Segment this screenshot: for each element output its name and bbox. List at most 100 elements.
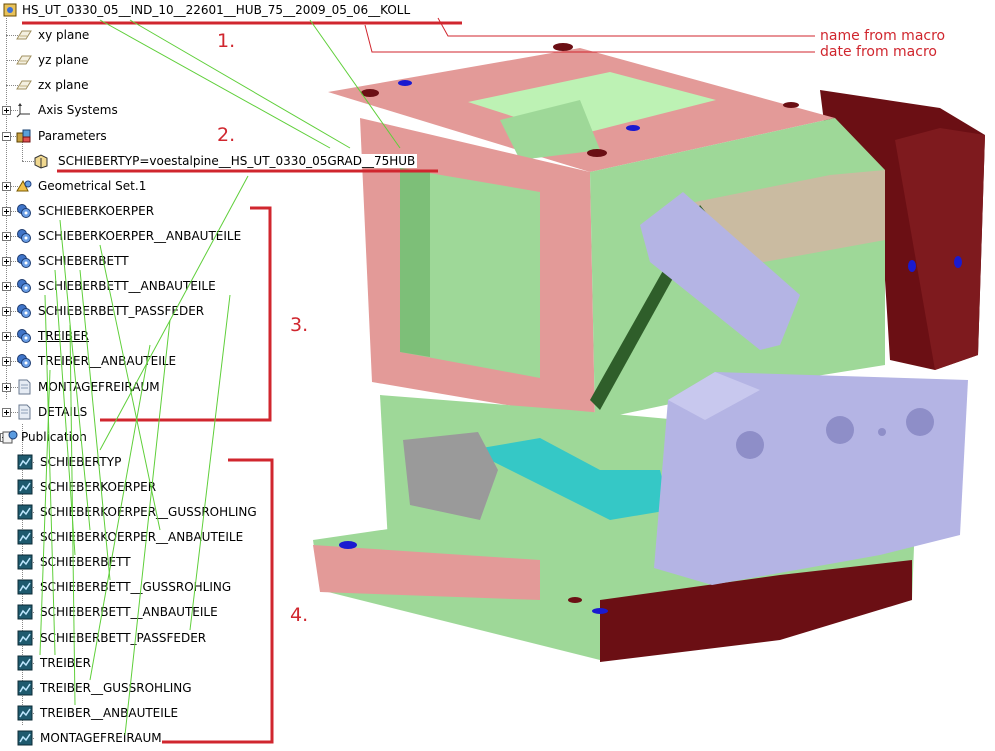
expand-icon[interactable]	[2, 307, 11, 317]
publication-item-icon	[17, 504, 33, 520]
axis-systems-icon	[16, 102, 32, 118]
document-icon	[16, 404, 32, 420]
expand-icon[interactable]	[2, 282, 11, 292]
annotation-name-from-macro: name from macro	[820, 28, 946, 44]
expand-icon[interactable]	[2, 407, 11, 417]
tree-item[interactable]: Publication	[0, 427, 470, 447]
tree-item[interactable]: yz plane	[0, 50, 470, 70]
tree-item[interactable]: SCHIEBERKOERPER__GUSSROHLING	[0, 502, 470, 522]
tree-item[interactable]: zx plane	[0, 75, 470, 95]
annotation-label-4: 4.	[290, 604, 309, 626]
tree-item-label: SCHIEBERBETT_PASSFEDER	[38, 304, 205, 319]
tree-item-label: TREIBER__ANBAUTEILE	[38, 354, 177, 369]
bolt-hole	[906, 408, 934, 436]
tree-item-label: yz plane	[38, 53, 89, 68]
tree-item[interactable]: MONTAGEFREIRAUM	[0, 728, 470, 748]
tree-item-label: Geometrical Set.1	[38, 178, 147, 193]
tree-item[interactable]: Parameters	[0, 126, 470, 146]
tree-item-label: TREIBER	[38, 329, 89, 344]
tree-item[interactable]: Axis Systems	[0, 100, 470, 120]
publication-icon	[2, 429, 18, 445]
expand-icon[interactable]	[2, 206, 11, 216]
tree-item[interactable]: SCHIEBERBETT_PASSFEDER	[0, 301, 470, 321]
tree-item[interactable]: SCHIEBERTYP=voestalpine__HS_UT_0330_05GR…	[0, 151, 470, 171]
tree-item-label: Publication	[21, 429, 87, 444]
publication-item-icon	[17, 655, 33, 671]
collapse-icon[interactable]	[2, 131, 11, 141]
tree-item[interactable]: SCHIEBERBETT__ANBAUTEILE	[0, 276, 470, 296]
tree-item[interactable]: Geometrical Set.1	[0, 176, 470, 196]
geometrical-set-icon	[16, 178, 32, 194]
expand-icon[interactable]	[2, 332, 11, 342]
tree-line	[22, 139, 23, 161]
annotation-label-3: 3.	[290, 314, 309, 336]
tree-item[interactable]: SCHIEBERKOERPER	[0, 477, 470, 497]
tree-connector	[6, 286, 18, 288]
top-plate-opening-inner	[500, 100, 600, 160]
annotation-label-1: 1.	[217, 30, 236, 52]
tree-root-label: HS_UT_0330_05__IND_10__22601__HUB_75__20…	[22, 3, 411, 17]
annotation-date-from-macro: date from macro	[820, 44, 937, 60]
tree-item[interactable]: MONTAGEFREIRAUM	[0, 377, 470, 397]
tree-item[interactable]: TREIBER__GUSSROHLING	[0, 678, 470, 698]
tree-item-label: MONTAGEFREIRAUM	[40, 730, 162, 745]
tree-item-label: SCHIEBERKOERPER__ANBAUTEILE	[40, 530, 244, 545]
expand-icon[interactable]	[2, 357, 11, 367]
publication-item-icon	[17, 454, 33, 470]
tree-item-label: SCHIEBERKOERPER__ANBAUTEILE	[38, 228, 242, 243]
bolt-hole	[878, 428, 886, 436]
publication-item-icon	[17, 630, 33, 646]
publication-item-icon	[17, 730, 33, 746]
tree-item-label: SCHIEBERBETT__GUSSROHLING	[40, 580, 232, 595]
plane-icon	[16, 77, 32, 93]
tree-item-label: SCHIEBERBETT__ANBAUTEILE	[38, 279, 216, 294]
tree-item[interactable]: TREIBER__ANBAUTEILE	[0, 703, 470, 723]
tree-connector	[6, 261, 18, 262]
tree-item[interactable]: SCHIEBERTYP	[0, 452, 470, 472]
expand-icon[interactable]	[2, 106, 11, 116]
tree-connector	[6, 110, 18, 112]
annotation-label-2: 2.	[217, 124, 236, 146]
expand-icon[interactable]	[2, 231, 11, 241]
plane-icon	[16, 27, 32, 43]
screw-hole	[626, 125, 640, 131]
screw-hole	[587, 149, 607, 157]
tree-item-label: DETAILS	[38, 404, 88, 419]
front-window	[400, 168, 540, 378]
tree-item[interactable]: SCHIEBERKOERPER	[0, 201, 470, 221]
parameter-icon	[33, 153, 49, 169]
tree-item[interactable]: SCHIEBERBETT_PASSFEDER	[0, 628, 470, 648]
tree-item[interactable]: SCHIEBERBETT	[0, 251, 470, 271]
tree-item[interactable]: TREIBER	[0, 653, 470, 673]
parameters-icon	[16, 128, 32, 144]
assembly-icon	[16, 253, 32, 269]
expand-icon[interactable]	[2, 181, 11, 191]
tree-item[interactable]: DETAILS	[0, 402, 470, 422]
publication-item-icon	[17, 705, 33, 721]
tree-item[interactable]: SCHIEBERBETT__GUSSROHLING	[0, 577, 470, 597]
tree-connector	[6, 35, 18, 37]
tree-item-label: TREIBER__GUSSROHLING	[40, 680, 192, 695]
tree-item-label: SCHIEBERKOERPER	[38, 203, 155, 218]
expand-icon[interactable]	[2, 257, 11, 266]
tree-item[interactable]: TREIBER__ANBAUTEILE	[0, 351, 470, 371]
tree-item-label: SCHIEBERKOERPER	[40, 479, 157, 494]
tree-item[interactable]: TREIBER	[0, 326, 470, 346]
expand-icon[interactable]	[2, 382, 11, 392]
publication-item-icon	[17, 554, 33, 570]
tree-item-label: SCHIEBERBETT	[38, 254, 129, 268]
tree-connector	[6, 210, 18, 212]
tree-item[interactable]: SCHIEBERBETT__ANBAUTEILE	[0, 602, 470, 622]
tree-line	[22, 423, 23, 725]
tree-item-label: SCHIEBERBETT_PASSFEDER	[40, 630, 207, 645]
tree-item[interactable]: SCHIEBERKOERPER__ANBAUTEILE	[0, 226, 470, 246]
publication-item-icon	[17, 604, 33, 620]
tree-connector	[6, 411, 18, 413]
tree-item[interactable]: SCHIEBERKOERPER__ANBAUTEILE	[0, 527, 470, 547]
bolt-hole	[826, 416, 854, 444]
tree-connector	[6, 311, 18, 313]
tree-item[interactable]: xy plane	[0, 25, 470, 45]
tree-item[interactable]: SCHIEBERBETT	[0, 552, 470, 572]
tree-root[interactable]: HS_UT_0330_05__IND_10__22601__HUB_75__20…	[0, 0, 470, 20]
